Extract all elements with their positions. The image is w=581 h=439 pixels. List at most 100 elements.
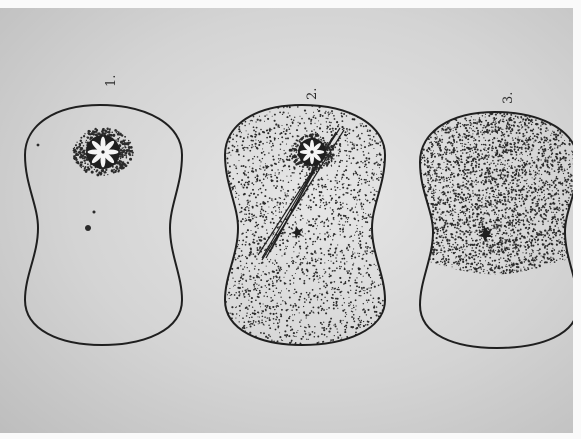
- stipple-dot: [533, 129, 535, 131]
- stipple-dot: [422, 122, 423, 123]
- stipple-dot: [468, 111, 470, 113]
- stipple-dot: [283, 207, 284, 208]
- stipple-dot: [224, 327, 226, 329]
- stipple-dot: [356, 225, 357, 226]
- stipple-dot: [263, 102, 264, 103]
- stipple-dot: [317, 179, 318, 180]
- stipple-dot: [250, 254, 251, 255]
- stipple-dot: [304, 298, 306, 300]
- stipple-dot: [517, 273, 519, 275]
- stipple-dot: [336, 301, 338, 303]
- stipple-dot: [257, 296, 259, 298]
- stipple-dot: [472, 190, 473, 191]
- stipple-dot: [274, 285, 275, 286]
- stipple-dot: [526, 161, 528, 163]
- stipple-dot: [491, 247, 492, 248]
- stipple-dot: [445, 236, 447, 238]
- halo-dot: [294, 160, 297, 163]
- halo-dot: [125, 139, 126, 140]
- stipple-dot: [468, 244, 470, 246]
- stipple-dot: [363, 321, 364, 322]
- halo-dot: [81, 167, 82, 168]
- stipple-dot: [240, 280, 241, 281]
- stipple-dot: [419, 252, 421, 254]
- stipple-dot: [271, 102, 273, 104]
- stipple-dot: [237, 109, 238, 110]
- stipple-dot: [227, 294, 228, 295]
- halo-dot: [79, 153, 80, 154]
- halo-dot: [100, 173, 102, 175]
- stipple-dot: [266, 266, 267, 267]
- stipple-dot: [269, 319, 271, 321]
- stipple-dot: [513, 124, 515, 126]
- stipple-dot: [433, 189, 434, 190]
- stipple-dot: [358, 190, 360, 192]
- stipple-dot: [383, 183, 385, 185]
- stipple-dot: [291, 261, 292, 262]
- stipple-dot: [282, 242, 284, 244]
- stipple-dot: [442, 254, 444, 256]
- stipple-dot: [271, 149, 273, 151]
- stipple-dot: [332, 294, 334, 296]
- stipple-dot: [222, 346, 224, 348]
- stipple-dot: [562, 156, 564, 158]
- stipple-dot: [358, 272, 360, 274]
- stipple-dot: [328, 321, 330, 323]
- stipple-dot: [365, 179, 367, 181]
- stipple-dot: [228, 130, 230, 132]
- stipple-dot: [376, 314, 378, 316]
- stipple-dot: [258, 133, 260, 135]
- stipple-dot: [547, 161, 549, 163]
- stipple-dot: [346, 314, 347, 315]
- stipple-dot: [323, 199, 324, 200]
- stipple-dot: [255, 131, 257, 133]
- stipple-dot: [381, 237, 382, 238]
- stipple-dot: [526, 183, 527, 184]
- stipple-dot: [308, 118, 310, 120]
- stipple-dot: [373, 136, 375, 138]
- stipple-dot: [560, 182, 561, 183]
- stipple-dot: [344, 262, 346, 264]
- stipple-dot: [280, 292, 282, 294]
- stipple-dot: [567, 117, 569, 119]
- stipple-dot: [486, 206, 488, 208]
- stipple-dot: [256, 290, 258, 292]
- stipple-dot: [296, 256, 298, 258]
- stipple-dot: [236, 192, 238, 194]
- stipple-dot: [553, 212, 554, 213]
- stipple-dot: [259, 347, 260, 348]
- stipple-dot: [242, 287, 243, 288]
- stipple-dot: [540, 113, 542, 115]
- stipple-dot: [509, 124, 511, 126]
- stipple-dot: [380, 208, 382, 210]
- stipple-dot: [312, 253, 314, 255]
- stipple-dot: [485, 197, 486, 198]
- stipple-dot: [316, 275, 318, 277]
- stipple-dot: [272, 343, 273, 344]
- stipple-dot: [347, 219, 348, 220]
- stipple-dot: [232, 329, 234, 331]
- stipple-dot: [308, 332, 309, 333]
- stipple-dot: [250, 111, 252, 113]
- stipple-dot: [248, 207, 249, 208]
- stipple-dot: [309, 205, 310, 206]
- stipple-dot: [450, 214, 452, 216]
- stipple-dot: [532, 257, 534, 259]
- halo-dot: [75, 150, 77, 152]
- stipple-dot: [426, 109, 428, 111]
- stipple-dot: [342, 120, 344, 122]
- stipple-dot: [238, 160, 239, 161]
- stipple-dot: [500, 218, 502, 220]
- stipple-dot: [329, 274, 330, 275]
- stipple-dot: [293, 293, 294, 294]
- stipple-dot: [260, 129, 262, 131]
- stipple-dot: [315, 189, 316, 190]
- stipple-dot: [478, 134, 479, 135]
- stipple-dot: [242, 344, 243, 345]
- stipple-dot: [554, 117, 556, 119]
- stipple-dot: [340, 202, 341, 203]
- stipple-dot: [339, 145, 341, 147]
- stipple-dot: [255, 321, 257, 323]
- stipple-dot: [319, 127, 321, 129]
- stipple-dot: [373, 306, 375, 308]
